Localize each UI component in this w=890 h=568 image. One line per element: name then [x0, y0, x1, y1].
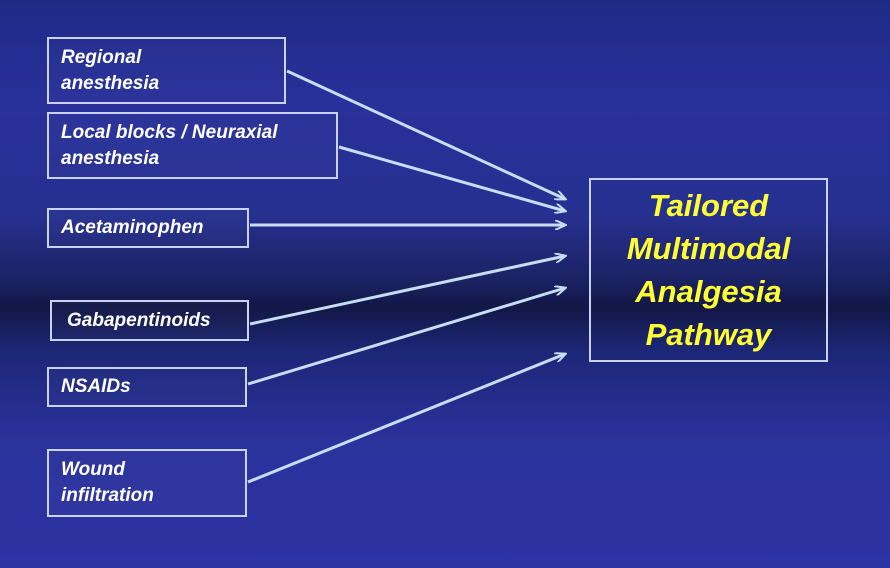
- arrow-nsaids: [247, 288, 565, 386]
- input-label-gabapentinoids: Gabapentinoids: [67, 309, 211, 331]
- target-line: Analgesia: [635, 274, 782, 309]
- input-box-wound-infiltration: Wound infiltration: [47, 449, 247, 517]
- target-line: Pathway: [645, 317, 772, 352]
- input-box-gabapentinoids: Gabapentinoids: [50, 300, 249, 341]
- input-label-local-blocks: Local blocks / Neuraxial anesthesia: [61, 121, 278, 169]
- input-label-regional-anesthesia: Regional anesthesia: [61, 46, 160, 94]
- input-box-nsaids: NSAIDs: [47, 367, 247, 407]
- target-line: Tailored: [648, 188, 769, 223]
- input-box-regional-anesthesia: Regional anesthesia: [47, 37, 286, 104]
- target-line: Multimodal: [626, 231, 791, 266]
- arrow-wound-infiltration: [247, 354, 565, 484]
- input-label-acetaminophen: Acetaminophen: [61, 217, 204, 238]
- target-box: Tailored Multimodal Analgesia Pathway: [589, 178, 828, 362]
- arrow-local-blocks: [338, 145, 565, 211]
- input-box-acetaminophen: Acetaminophen: [47, 208, 249, 248]
- arrow-gabapentinoids: [249, 256, 565, 326]
- input-box-local-blocks: Local blocks / Neuraxial anesthesia: [47, 112, 338, 179]
- input-label-nsaids: NSAIDs: [61, 376, 131, 397]
- input-label-wound-infiltration: Wound infiltration: [61, 459, 154, 506]
